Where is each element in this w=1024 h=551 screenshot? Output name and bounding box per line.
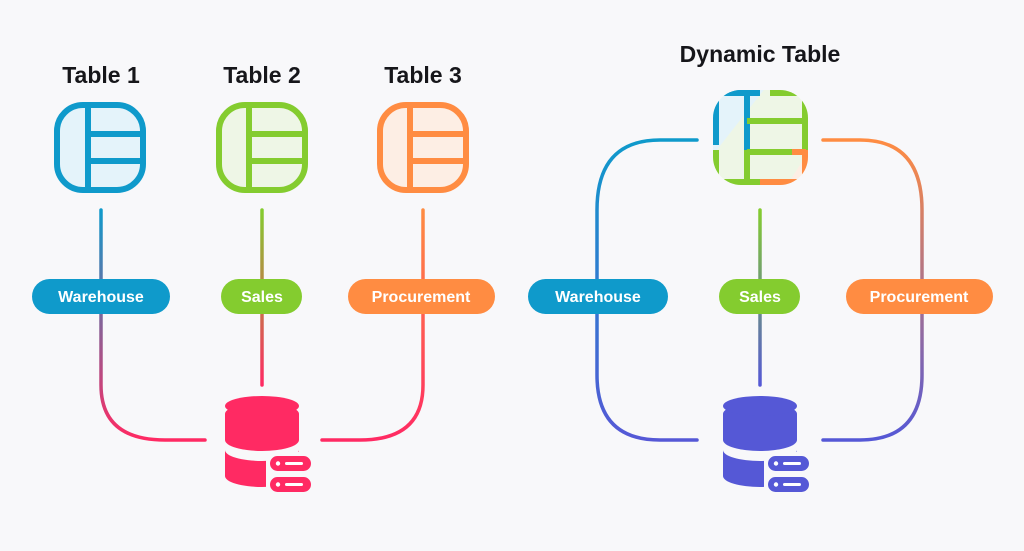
table-icon: [377, 102, 469, 193]
table-1-title: Table 1: [62, 62, 140, 88]
connector-warehouse: [99, 208, 207, 442]
svg-text:Procurement: Procurement: [372, 289, 471, 306]
svg-text:Warehouse: Warehouse: [58, 289, 144, 306]
label-warehouse: Warehouse: [32, 279, 170, 314]
svg-text:Warehouse: Warehouse: [555, 289, 641, 306]
right-diagram: Dynamic Table Warehouse: [528, 41, 993, 496]
dynamic-table-title: Dynamic Table: [680, 41, 841, 67]
svg-text:Sales: Sales: [739, 289, 781, 306]
label-procurement: Procurement: [348, 279, 495, 314]
table-2-title: Table 2: [223, 62, 301, 88]
label-sales: Sales: [221, 279, 302, 314]
label-procurement: Procurement: [846, 279, 993, 314]
table-icon: [216, 102, 308, 193]
database-icon: [225, 396, 315, 496]
label-sales: Sales: [719, 279, 800, 314]
connector-procurement: [320, 208, 425, 442]
svg-text:Procurement: Procurement: [870, 289, 969, 306]
label-warehouse: Warehouse: [528, 279, 668, 314]
dynamic-table-icon: [713, 90, 808, 185]
table-icon: [54, 102, 146, 193]
database-icon: [723, 396, 813, 496]
svg-text:Sales: Sales: [241, 289, 283, 306]
left-diagram: Table 1 Table 2 Table 3 Warehouse: [32, 62, 495, 496]
table-3-title: Table 3: [384, 62, 462, 88]
